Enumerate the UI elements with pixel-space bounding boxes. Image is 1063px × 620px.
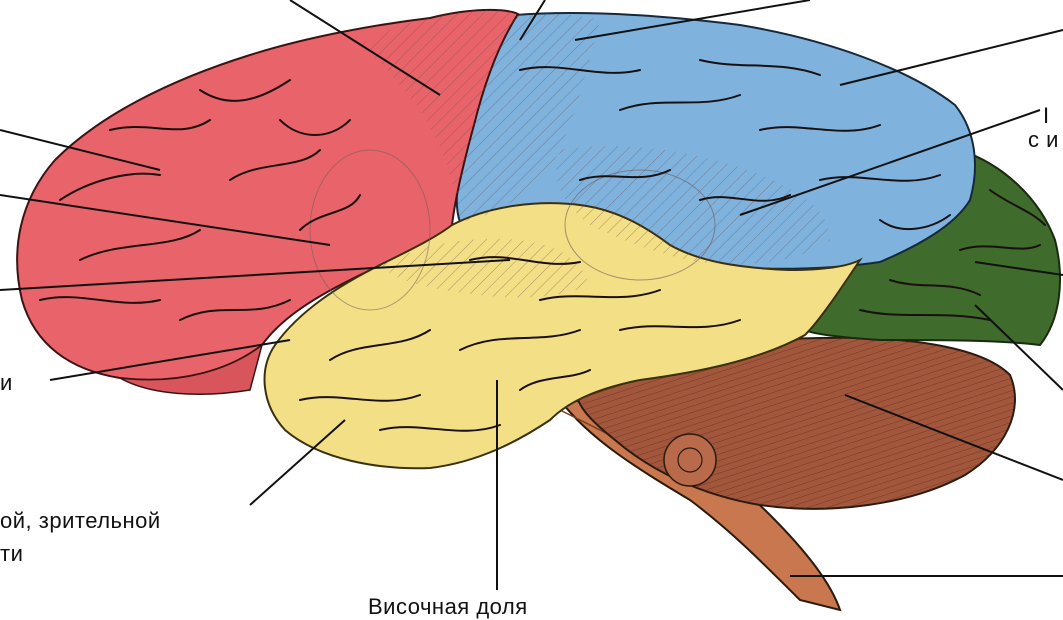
label-fragment-right-1: I	[1043, 103, 1050, 129]
label-association-line2: ти	[0, 541, 23, 567]
label-temporal-lobe: Височная доля	[368, 594, 528, 620]
label-fragment-left: и	[0, 370, 13, 396]
label-association-line1: ой, зрительной	[0, 508, 161, 534]
label-fragment-right-2: с и	[1028, 127, 1059, 153]
cerebellum-peduncle	[664, 434, 716, 486]
